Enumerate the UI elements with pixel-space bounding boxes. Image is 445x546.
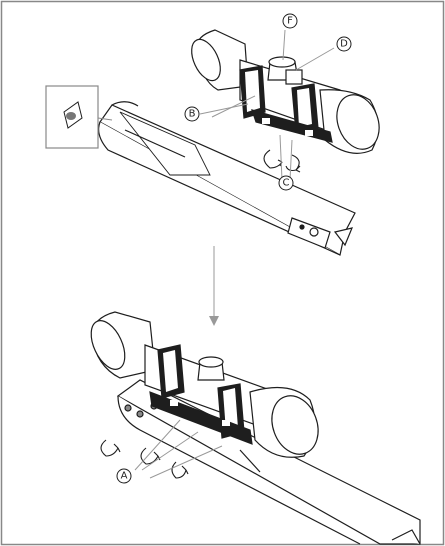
callout-c-label: C xyxy=(283,178,290,189)
pointer-lines-top xyxy=(199,29,335,181)
callout-a: A xyxy=(116,468,132,484)
rotation-arrows-top xyxy=(263,149,301,173)
transition-arrow xyxy=(209,246,219,326)
pointer-lines-bottom xyxy=(134,419,223,479)
scope-top xyxy=(191,29,380,154)
scope-bottom xyxy=(90,311,319,458)
callout-a-label: A xyxy=(121,471,128,482)
callout-c: C xyxy=(278,175,294,191)
callout-f-label: F xyxy=(287,16,293,27)
inset-detail xyxy=(45,85,113,149)
callout-b-label: B xyxy=(189,109,196,120)
callout-b: B xyxy=(184,106,200,122)
callout-d: D xyxy=(336,36,352,52)
rifle-rail-top xyxy=(98,101,356,256)
callout-f: F xyxy=(282,13,298,29)
callout-d-label: D xyxy=(340,39,348,50)
